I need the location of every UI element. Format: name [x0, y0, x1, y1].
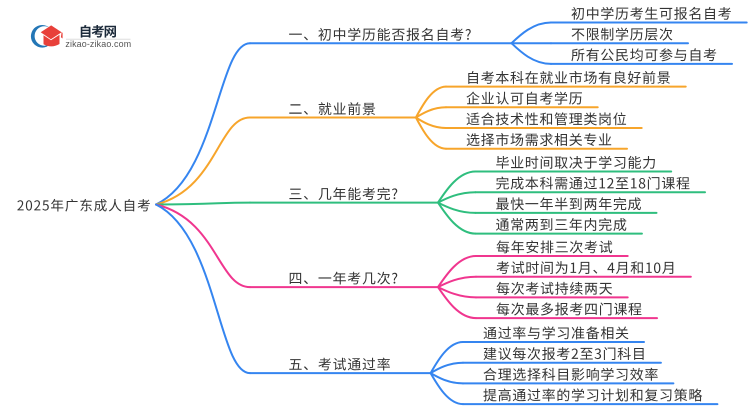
svg-text:zikao-zikao.com: zikao-zikao.com: [65, 39, 131, 49]
